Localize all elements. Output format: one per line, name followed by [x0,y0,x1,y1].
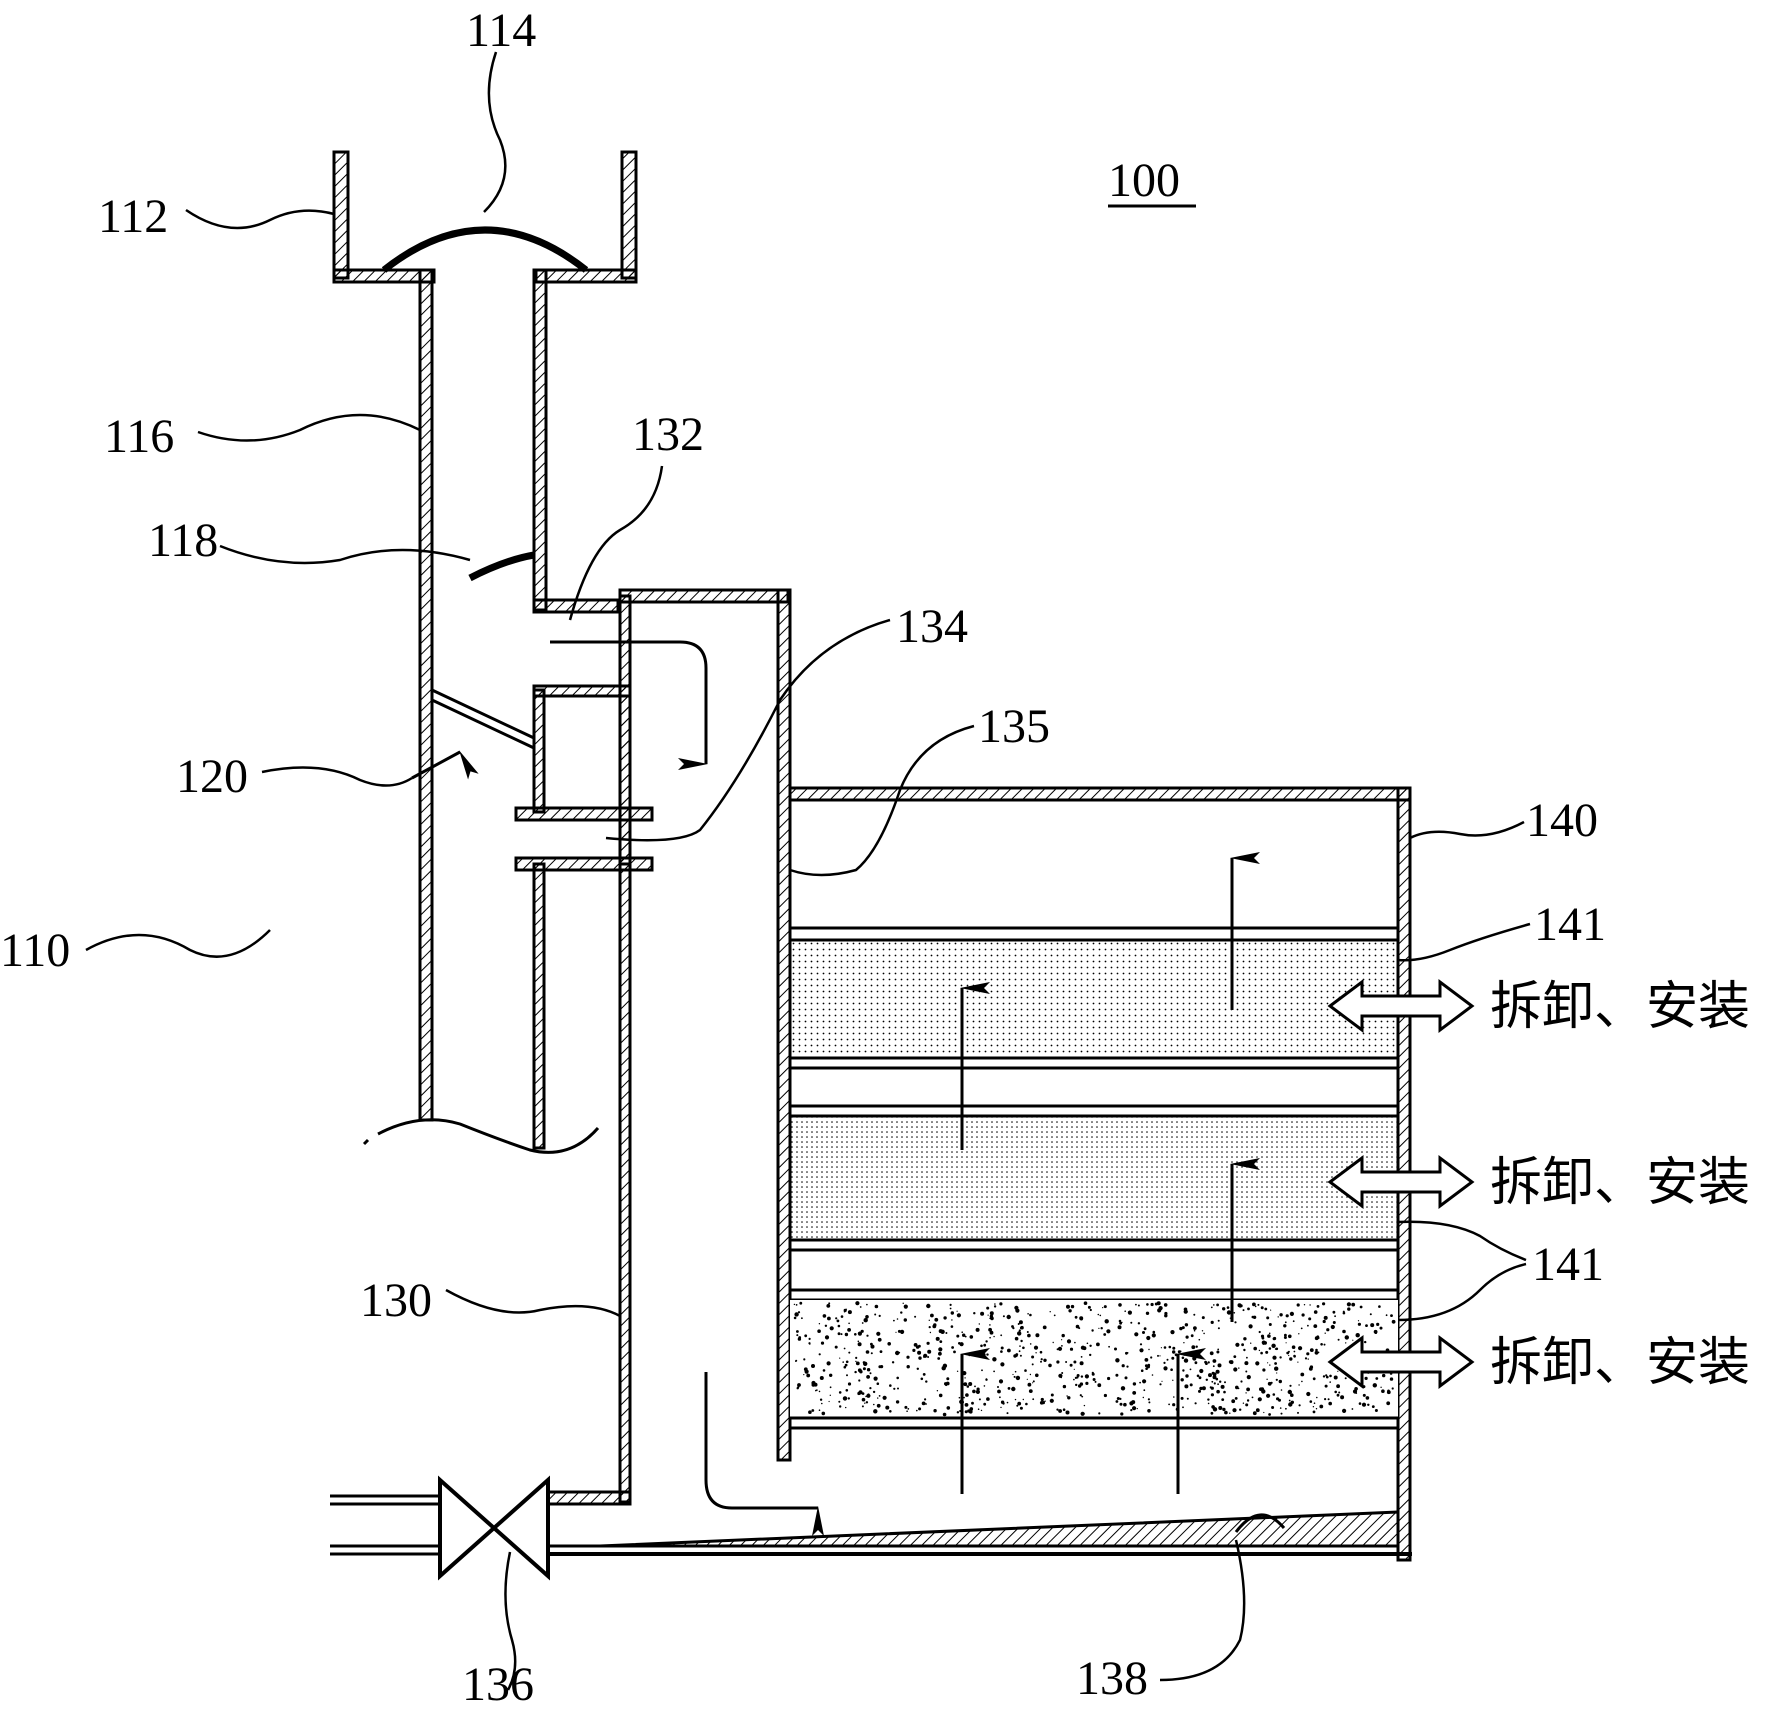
inner-chamber [514,684,654,1150]
action-label-1: 拆卸、安装 [1490,977,1750,1037]
label-120: 120 [176,750,248,803]
filter-layer-middle [788,1104,1400,1252]
action-label-2: 拆卸、安装 [1490,1153,1750,1213]
label-141-top: 141 [1534,898,1606,951]
leader-136 [504,1551,517,1691]
label-110: 110 [0,924,70,977]
leader-112 [185,208,335,230]
double-arrow-2 [1327,1155,1475,1209]
label-140: 140 [1526,794,1598,847]
pipe-break-line [377,1118,600,1154]
leader-141-bottom-b [1397,1262,1527,1322]
pipe-break-dash [362,1138,370,1146]
filter-layer-top [788,926,1400,1070]
leader-141-bottom-a [1397,1220,1527,1262]
dome-cap-114 [381,226,589,273]
conduit-130 [544,588,792,1506]
valve-136 [438,1475,550,1581]
bottom-bump [1234,1513,1286,1533]
flow-arrow-120 [411,750,479,780]
leader-lines [85,51,1531,1691]
label-136: 136 [462,1658,534,1704]
filter-layer-bottom [788,1288,1400,1430]
double-arrow-1 [1327,979,1475,1033]
leader-140 [1409,820,1525,840]
label-130: 130 [360,1274,432,1327]
label-116: 116 [104,410,174,463]
diagonal-guide-120 [431,688,535,750]
action-label-3: 拆卸、安装 [1490,1333,1750,1393]
leader-114 [483,51,507,213]
label-118: 118 [148,514,218,567]
leader-130 [445,1288,621,1318]
leader-120 [261,766,413,787]
label-100: 100 [1108,154,1180,207]
label-135: 135 [978,700,1050,753]
flow-arrow-outlet-turn [704,1372,824,1536]
leader-138 [1159,1539,1246,1682]
flow-arrows [411,640,1260,1536]
label-134: 134 [896,600,968,653]
double-arrow-3 [1327,1335,1475,1389]
coarse-media-dots [793,1301,1396,1417]
leader-132 [568,465,664,621]
label-114: 114 [466,4,536,57]
flow-arrow-inlet-turn [550,640,708,770]
inlet-funnel-112 [332,150,638,284]
label-138: 138 [1076,1652,1148,1704]
leader-141-top [1397,922,1531,962]
label-112: 112 [98,190,168,243]
leader-118 [219,544,471,565]
leader-116 [197,413,421,442]
sloped-bottom-138 [599,1510,1400,1548]
double-arrows [1327,979,1475,1389]
label-141-bottom: 141 [1532,1238,1604,1291]
leader-110 [85,929,271,958]
leader-134 [605,618,891,842]
label-132: 132 [632,408,704,461]
leader-135 [789,724,975,877]
deflector-118 [468,551,535,582]
